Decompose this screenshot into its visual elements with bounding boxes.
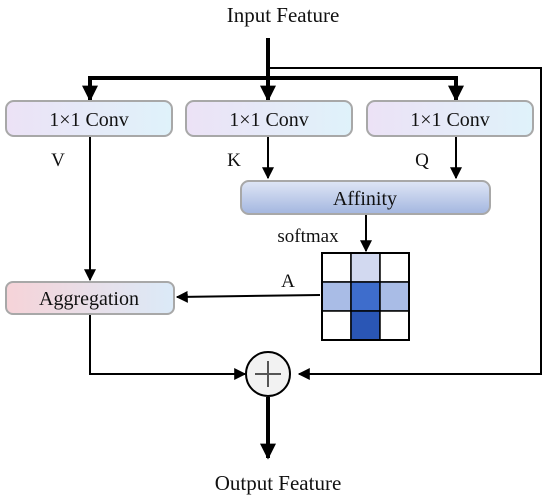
matrix-cell-0-0 <box>321 252 352 283</box>
conv-q-box: 1×1 Conv <box>366 100 534 137</box>
conv-k-label: 1×1 Conv <box>229 109 309 131</box>
arrow-aggregation-to-sum <box>89 314 247 380</box>
affinity-label: Affinity <box>333 188 397 210</box>
a-label: A <box>281 271 295 292</box>
residual-path <box>268 67 542 380</box>
conv-q-label: 1×1 Conv <box>410 109 490 131</box>
arrow-matrix-to-aggregation <box>175 290 321 303</box>
connectors <box>82 38 542 460</box>
aggregation-box: Aggregation <box>5 281 175 315</box>
conv-v-label: 1×1 Conv <box>49 109 129 131</box>
softmax-label: softmax <box>277 226 339 247</box>
q-label: Q <box>415 150 429 171</box>
sum-node <box>245 351 291 397</box>
matrix-cell-0-1 <box>350 252 381 283</box>
conv-k-box: 1×1 Conv <box>185 100 353 137</box>
input-feature-label: Input Feature <box>227 3 340 27</box>
matrix-cell-2-2 <box>379 310 410 341</box>
matrix-cell-2-0 <box>321 310 352 341</box>
matrix-cell-2-1 <box>350 310 381 341</box>
aggregation-label: Aggregation <box>39 288 139 310</box>
k-label: K <box>227 150 241 171</box>
attention-matrix <box>321 252 410 341</box>
output-feature-label: Output Feature <box>215 471 342 495</box>
matrix-cell-1-0 <box>321 281 352 312</box>
conv-v-box: 1×1 Conv <box>5 100 173 137</box>
matrix-cell-1-1 <box>350 281 381 312</box>
v-label: V <box>51 150 65 171</box>
matrix-cell-0-2 <box>379 252 410 283</box>
matrix-border <box>321 252 410 341</box>
affinity-box: Affinity <box>240 180 491 215</box>
matrix-cell-1-2 <box>379 281 410 312</box>
